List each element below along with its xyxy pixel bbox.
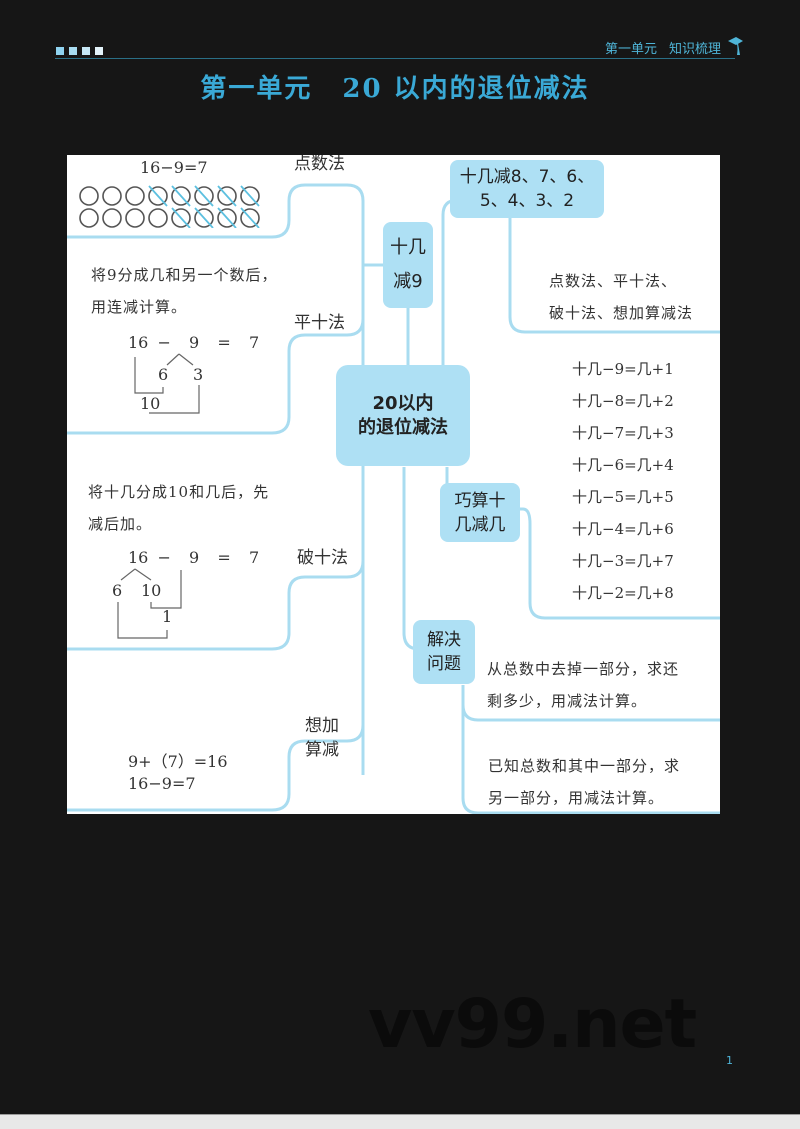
think-addition-lines: 9+（7）=16 16−9=7 <box>128 752 228 793</box>
rule-item: 十几−3=几+7 <box>572 552 674 570</box>
dot-counting-circles <box>79 185 260 228</box>
method-label-break-ten: 破十法 <box>297 548 348 568</box>
make-ten-split-b: 3 <box>193 365 204 384</box>
method-label-make-ten: 平十法 <box>294 313 345 333</box>
header-section: 知识梳理 <box>669 42 722 57</box>
node-center-topic[interactable]: 20以内 的退位减法 <box>336 365 470 466</box>
header-square-4 <box>95 47 103 55</box>
rule-item: 十几−8=几+2 <box>572 392 674 410</box>
node-teen-minus-9[interactable]: 十几 减9 <box>383 222 433 308</box>
dot-counting-equation: 16−9=7 <box>140 158 208 177</box>
problem-type-1: 从总数中去掉一部分，求还 剩多少，用减法计算。 <box>487 660 680 710</box>
make-ten-split-a: 6 <box>158 365 169 384</box>
watermark: vv99.net <box>368 985 697 1064</box>
header-square-1 <box>56 47 64 55</box>
method-label-dot-counting: 点数法 <box>294 155 345 174</box>
mindmap-panel: 点数法 16−9=7 将9分成几和另一个数后， 用连减计算。 平十法 16 − … <box>67 155 720 814</box>
break-ten-description: 将十几分成10和几后，先 减后加。 <box>88 483 270 533</box>
break-ten-split-a: 6 <box>112 581 123 600</box>
title-unit: 第一单元 <box>200 74 313 104</box>
break-ten-intermediate: 1 <box>162 607 173 626</box>
method-label-think-addition: 想加 算减 <box>305 716 339 760</box>
break-ten-split-b: 10 <box>141 581 162 600</box>
rule-item: 十几−6=几+4 <box>572 456 674 474</box>
page-number: 1 <box>726 1054 733 1067</box>
graduation-cap-icon <box>728 37 743 55</box>
rule-item: 十几−2=几+8 <box>572 584 674 602</box>
bottom-scroll-strip <box>0 1114 800 1129</box>
break-ten-equation: 16 − 9 = 7 <box>128 548 260 567</box>
rule-item: 十几−7=几+3 <box>572 424 674 442</box>
page-title: 第一单元 20 以内的退位减法 <box>0 68 790 105</box>
node-shortcut[interactable]: 巧算十 几减几 <box>440 483 520 542</box>
shortcut-rules-list: 十几−9=几+1 十几−8=几+2 十几−7=几+3 十几−6=几+4 十几−5… <box>572 356 674 612</box>
mindmap-connector-lines <box>67 183 720 814</box>
make-ten-diagram-lines <box>134 353 200 414</box>
make-ten-equation: 16 − 9 = 7 <box>128 333 260 352</box>
teen-minus-others-methods: 点数法、平十法、 破十法、想加算减法 <box>549 272 694 322</box>
problem-type-2: 已知总数和其中一部分，求 另一部分，用减法计算。 <box>488 757 681 807</box>
rule-item: 十几−9=几+1 <box>572 360 674 378</box>
header-square-2 <box>69 47 77 55</box>
title-topic: 20 以内的退位减法 <box>342 74 590 104</box>
header-divider <box>55 58 735 59</box>
rule-item: 十几−4=几+6 <box>572 520 674 538</box>
make-ten-description: 将9分成几和另一个数后， 用连减计算。 <box>91 266 278 316</box>
header-unit: 第一单元 <box>605 42 658 57</box>
node-problem-solving[interactable]: 解决 问题 <box>413 620 475 684</box>
break-ten-diagram-lines <box>117 568 182 639</box>
header-breadcrumb: 第一单元知识梳理 <box>605 38 733 57</box>
header-square-3 <box>82 47 90 55</box>
node-teen-minus-8-to-2[interactable]: 十几减8、7、6、 5、4、3、2 <box>450 160 604 218</box>
make-ten-intermediate: 10 <box>140 394 161 413</box>
rule-item: 十几−5=几+5 <box>572 488 674 506</box>
